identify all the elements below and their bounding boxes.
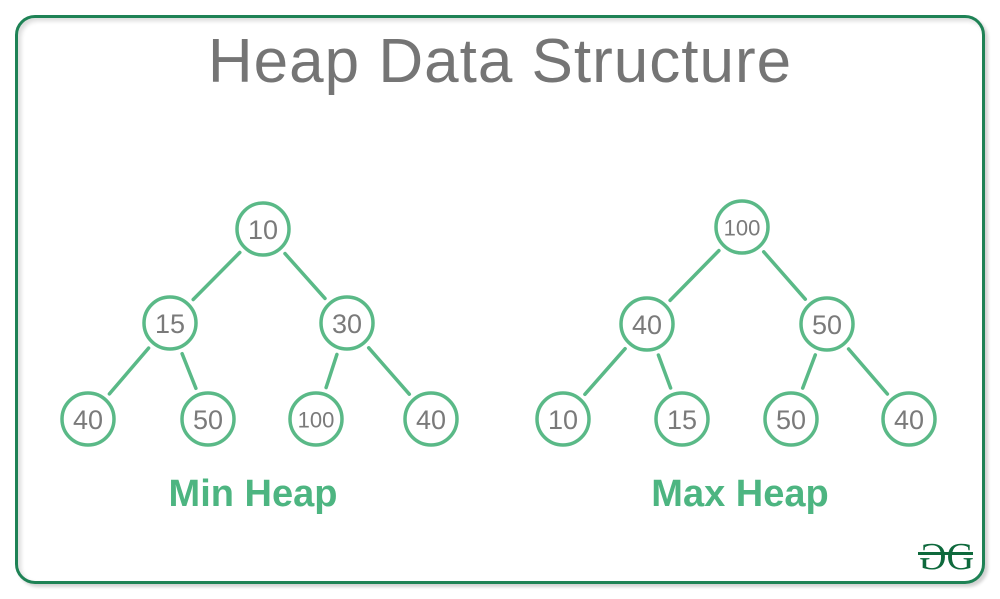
node-circle: [319, 295, 375, 351]
node-circle: [799, 296, 855, 352]
logo-letter-mirrored-g: G: [921, 536, 947, 578]
node-value: 100: [724, 216, 761, 241]
node-circle: [235, 201, 291, 257]
min-edge-l-lr: [180, 351, 198, 391]
min-heap-node-rr: 40: [403, 391, 459, 447]
max-heap-node-ll: 10: [535, 391, 591, 447]
geeksforgeeks-logo: GG: [918, 536, 974, 578]
node-value: 50: [812, 310, 842, 340]
min-heap-node-l: 15: [142, 295, 198, 351]
max-heap-label: Max Heap: [651, 473, 829, 515]
node-circle: [403, 391, 459, 447]
node-circle: [60, 391, 116, 447]
min-heap-node-lr: 50: [180, 391, 236, 447]
node-circle: [763, 391, 819, 447]
min-heap-edges: [107, 250, 412, 396]
max-heap-node-rl: 50: [763, 391, 819, 447]
max-edge-root-right: [761, 250, 808, 301]
min-heap-node-ll: 40: [60, 391, 116, 447]
min-heap-node-root: 10: [235, 201, 291, 257]
node-value: 40: [73, 405, 103, 435]
node-circle: [714, 199, 770, 255]
max-heap-node-root: 100: [714, 199, 770, 255]
min-heap-nodes: 10 15 30 40 50 100: [60, 201, 459, 447]
min-edge-r-rl: [324, 352, 339, 390]
min-edge-root-left: [191, 250, 242, 302]
node-circle: [288, 391, 344, 447]
node-value: 15: [155, 309, 185, 339]
max-heap-edges: [583, 248, 890, 397]
logo-crossbar: [918, 552, 973, 555]
max-heap-node-rr: 40: [881, 391, 937, 447]
node-value: 40: [632, 310, 662, 340]
max-heap-nodes: 100 40 50 10 15 50: [535, 199, 937, 447]
min-edge-r-rr: [366, 346, 412, 396]
min-heap-label: Min Heap: [168, 473, 338, 515]
node-circle: [619, 296, 675, 352]
max-edge-r-rr: [846, 347, 890, 396]
node-circle: [180, 391, 236, 447]
node-circle: [142, 295, 198, 351]
min-heap-node-rl: 100: [288, 391, 344, 447]
node-value: 50: [776, 405, 806, 435]
node-circle: [535, 391, 591, 447]
page-title: Heap Data Structure: [207, 27, 793, 96]
max-heap-node-l: 40: [619, 296, 675, 352]
min-edge-l-ll: [107, 346, 151, 396]
node-value: 40: [894, 405, 924, 435]
node-value: 15: [667, 405, 697, 435]
node-value: 10: [548, 405, 578, 435]
max-edge-l-lr: [656, 353, 673, 390]
node-circle: [654, 391, 710, 447]
node-circle: [881, 391, 937, 447]
node-value: 50: [193, 405, 223, 435]
max-heap-node-lr: 15: [654, 391, 710, 447]
max-edge-root-left: [668, 248, 721, 303]
node-value: 10: [248, 215, 278, 245]
min-heap-node-r: 30: [319, 295, 375, 351]
logo-letter-g: G: [946, 536, 974, 578]
node-value: 30: [332, 309, 362, 339]
node-value: 100: [298, 408, 335, 433]
max-heap-node-r: 50: [799, 296, 855, 352]
node-value: 40: [416, 405, 446, 435]
max-edge-l-ll: [583, 346, 627, 397]
min-edge-root-right: [283, 251, 327, 301]
max-edge-r-rl: [800, 353, 818, 390]
